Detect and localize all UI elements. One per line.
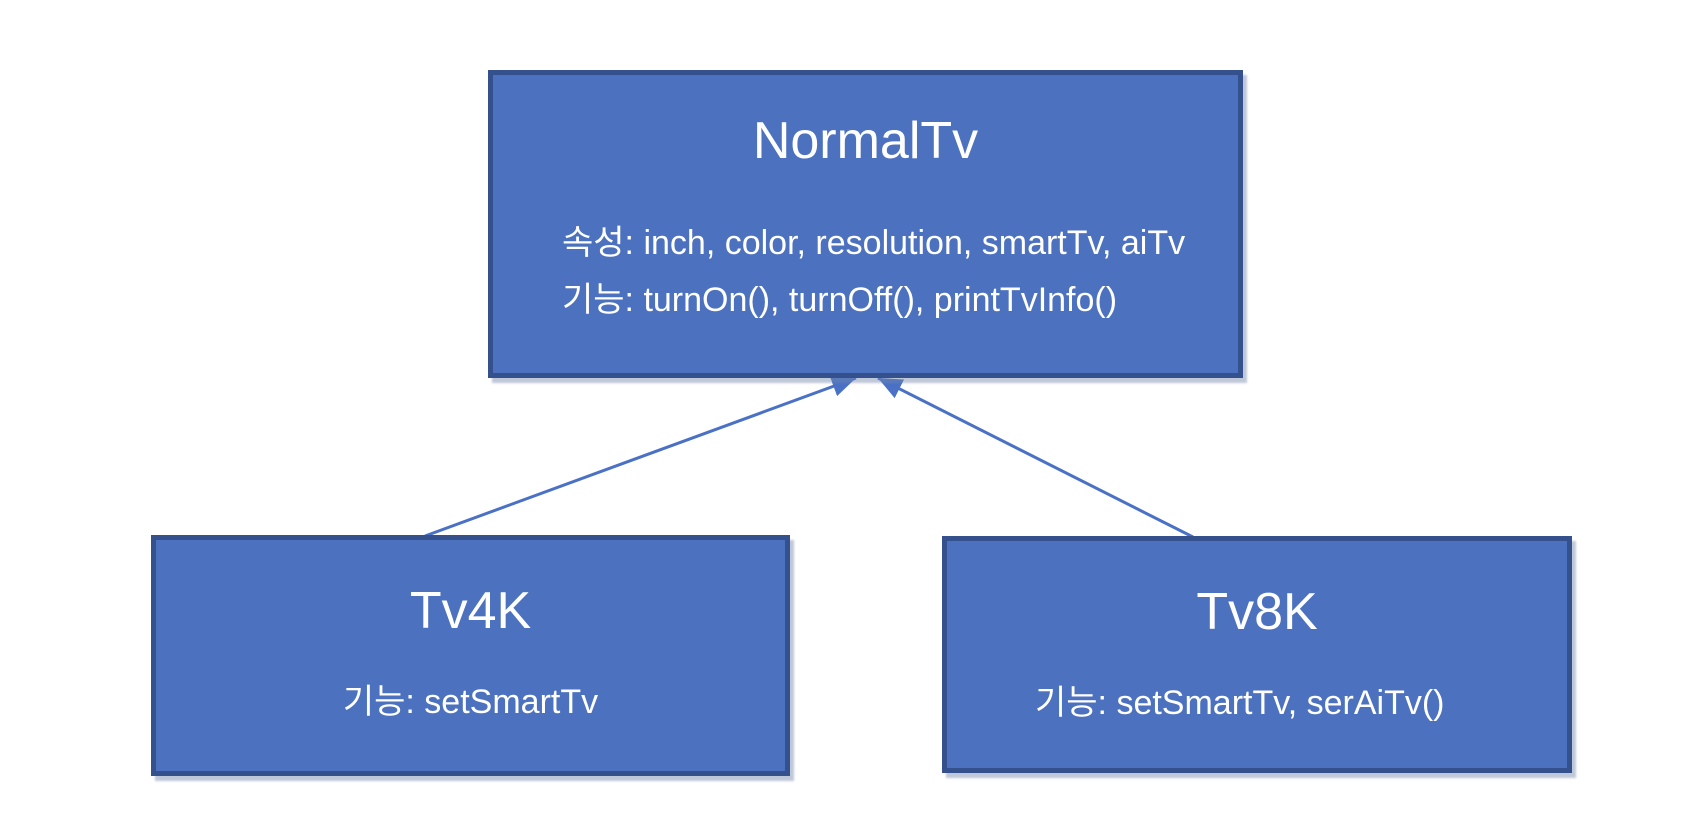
class-box-normaltv: NormalTv 속성: inch, color, resolution, sm…: [488, 70, 1243, 378]
inheritance-arrow-tv8k-to-normaltv: [877, 376, 1194, 539]
class-attributes: 속성: inch, color, resolution, smartTv, ai…: [562, 224, 1186, 262]
inheritance-arrow-tv4k-to-normaltv: [424, 376, 857, 538]
class-box-tv4k: Tv4K 기능: setSmartTv: [151, 535, 790, 776]
class-title: NormalTv: [752, 112, 979, 170]
class-title: Tv8K: [1196, 583, 1318, 641]
class-box-tv8k: Tv8K 기능: setSmartTv, serAiTv(): [942, 536, 1572, 773]
class-methods: 기능: setSmartTv, serAiTv(): [1035, 684, 1445, 722]
class-methods: 기능: setSmartTv: [342, 683, 599, 721]
class-methods: 기능: turnOn(), turnOff(), printTvInfo(): [562, 281, 1118, 319]
class-title: Tv4K: [409, 582, 532, 640]
